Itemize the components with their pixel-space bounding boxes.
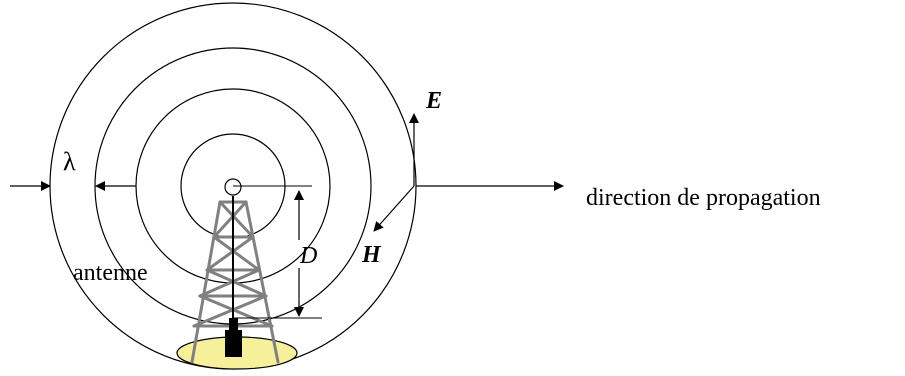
- lambda-label: λ: [63, 147, 76, 176]
- antenna-label: antenne: [73, 260, 148, 286]
- antenna-top: [224, 178, 242, 196]
- antenna-feed-large: [225, 330, 242, 357]
- antenna-feed-small: [229, 318, 238, 332]
- h-field-arrow: [373, 185, 415, 232]
- distance-label: D: [299, 243, 317, 269]
- e-field-label: E: [425, 88, 442, 114]
- propagation-label: direction de propagation: [586, 185, 821, 211]
- h-field-label: H: [361, 242, 382, 268]
